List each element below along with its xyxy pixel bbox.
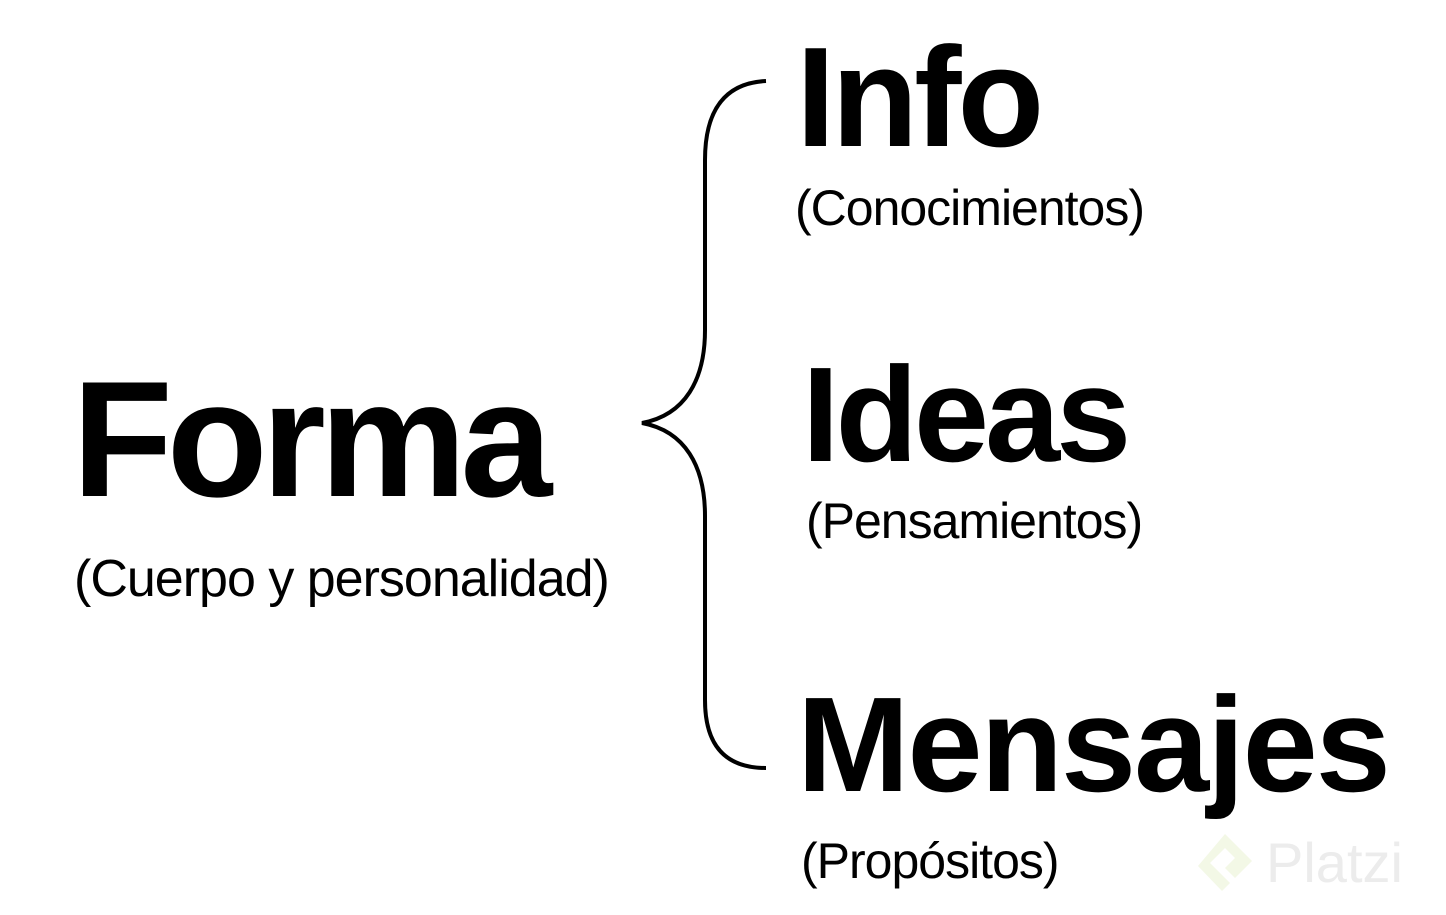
brace-path xyxy=(641,79,767,770)
branch-ideas-subtitle: (Pensamientos) xyxy=(806,493,1143,549)
branch-mensajes-subtitle: (Propósitos) xyxy=(801,833,1060,889)
platzi-watermark: Platzi xyxy=(1190,828,1403,898)
root-subtitle: (Cuerpo y personalidad) xyxy=(74,550,610,608)
root-title: Forma xyxy=(72,347,552,531)
branch-mensajes-title: Mensajes xyxy=(797,669,1391,820)
branch-ideas-title: Ideas xyxy=(802,339,1131,490)
branch-info-subtitle: (Conocimientos) xyxy=(795,180,1145,236)
branch-info-title: Info xyxy=(796,18,1044,177)
watermark-text: Platzi xyxy=(1266,831,1403,894)
platzi-logo-icon xyxy=(1198,834,1252,891)
